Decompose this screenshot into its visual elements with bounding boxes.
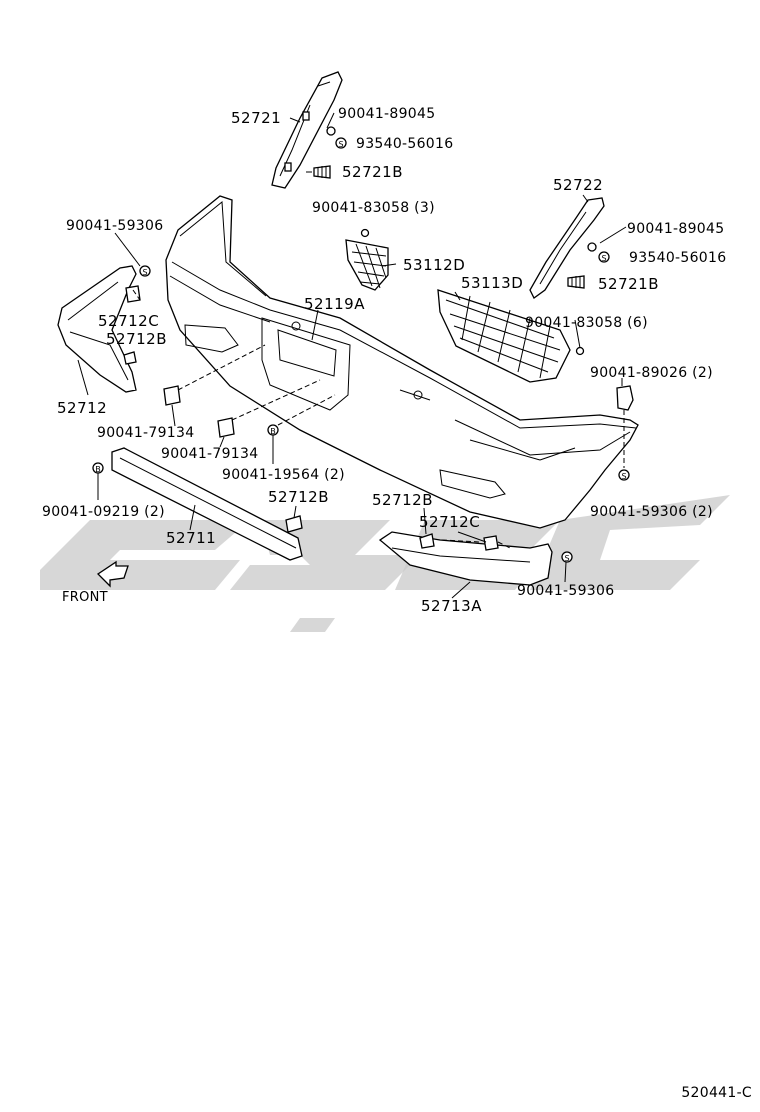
label-52712B-b: 52712B bbox=[268, 488, 329, 506]
label-52712B-c: 52712B bbox=[372, 491, 433, 509]
nut-90041-79134-b[interactable] bbox=[217, 417, 235, 438]
svg-text:B: B bbox=[270, 427, 276, 436]
label-90041-59306-c: 90041-59306 bbox=[517, 583, 614, 599]
label-90041-83058-3: 90041-83058 (3) bbox=[312, 200, 435, 216]
label-90041-19564: 90041-19564 (2) bbox=[222, 467, 345, 483]
label-90041-09219: 90041-09219 (2) bbox=[42, 504, 165, 520]
nut-93540-56016-a[interactable]: S bbox=[335, 137, 347, 149]
screw-90041-59306-c[interactable]: S bbox=[561, 551, 573, 563]
bracket-52722[interactable] bbox=[529, 197, 605, 299]
label-52721B-a: 52721B bbox=[342, 163, 403, 181]
screw-90041-89045-b[interactable] bbox=[587, 242, 597, 252]
retainer-52712C-a[interactable] bbox=[125, 285, 141, 303]
svg-text:B: B bbox=[95, 465, 101, 474]
label-90041-59306-b: 90041-59306 (2) bbox=[590, 504, 713, 520]
clip-52712B-a[interactable] bbox=[123, 351, 137, 365]
label-93540-56016-a: 93540-56016 bbox=[356, 136, 453, 152]
part-labels: 52721 90041-89045 93540-56016 52721B 527… bbox=[42, 106, 726, 615]
svg-text:S: S bbox=[142, 268, 147, 277]
label-52712C-b: 52712C bbox=[419, 513, 480, 531]
diagram-code: 520441-C bbox=[681, 1085, 752, 1101]
nut-93540-56016-b[interactable]: S bbox=[598, 251, 610, 263]
bumper-extension-52712[interactable] bbox=[57, 265, 137, 393]
label-93540-56016-b: 93540-56016 bbox=[629, 250, 726, 266]
label-90041-89026: 90041-89026 (2) bbox=[590, 365, 713, 381]
label-52722: 52722 bbox=[553, 176, 603, 194]
clip-52712B-b[interactable] bbox=[285, 515, 303, 533]
bolt-90041-09219[interactable]: B bbox=[92, 462, 104, 474]
front-label: FRONT bbox=[62, 590, 108, 605]
screw-90041-89045-a[interactable] bbox=[326, 126, 336, 136]
svg-text:S: S bbox=[564, 554, 569, 563]
label-52119A: 52119A bbox=[304, 295, 365, 313]
bracket-52721[interactable] bbox=[271, 71, 343, 189]
label-90041-79134-b: 90041-79134 bbox=[161, 446, 258, 462]
front-direction-arrow: FRONT bbox=[62, 560, 129, 605]
label-52721B-b: 52721B bbox=[598, 275, 659, 293]
label-53113D: 53113D bbox=[461, 274, 523, 292]
retainer-52712C-b[interactable] bbox=[483, 535, 499, 551]
lower-strip-52711[interactable] bbox=[111, 447, 303, 561]
svg-text:S: S bbox=[338, 140, 343, 149]
label-53112D: 53112D bbox=[403, 256, 465, 274]
label-52713A: 52713A bbox=[421, 597, 482, 615]
bumper-cover-52119A[interactable] bbox=[165, 195, 639, 529]
label-52712B-a: 52712B bbox=[106, 330, 167, 348]
label-52721: 52721 bbox=[231, 109, 281, 127]
label-90041-89045-a: 90041-89045 bbox=[338, 106, 435, 122]
label-90041-79134-a: 90041-79134 bbox=[97, 425, 194, 441]
label-90041-59306-a: 90041-59306 bbox=[66, 218, 163, 234]
clip-52712B-c[interactable] bbox=[419, 533, 435, 549]
nut-90041-79134-a[interactable] bbox=[163, 385, 181, 406]
label-90041-89045-b: 90041-89045 bbox=[627, 221, 724, 237]
svg-text:S: S bbox=[621, 472, 626, 481]
label-52711: 52711 bbox=[166, 529, 216, 547]
grille-53112D[interactable] bbox=[345, 228, 389, 291]
bolt-90041-19564[interactable]: B bbox=[267, 424, 279, 436]
assembly-lines bbox=[132, 289, 625, 549]
clip-90041-89026[interactable] bbox=[616, 385, 634, 411]
label-52712C-a: 52712C bbox=[98, 312, 159, 330]
clip-52721B-b[interactable] bbox=[567, 275, 585, 289]
label-52712: 52712 bbox=[57, 399, 107, 417]
clip-52721B-a[interactable] bbox=[313, 165, 331, 179]
svg-text:S: S bbox=[601, 254, 606, 263]
screw-90041-59306-b[interactable]: S bbox=[618, 469, 630, 481]
screw-90041-59306-a[interactable]: S bbox=[139, 265, 151, 277]
label-90041-83058-6: 90041-83058 (6) bbox=[525, 315, 648, 331]
leader-lines bbox=[77, 112, 627, 599]
grille-53113D[interactable] bbox=[437, 289, 585, 383]
